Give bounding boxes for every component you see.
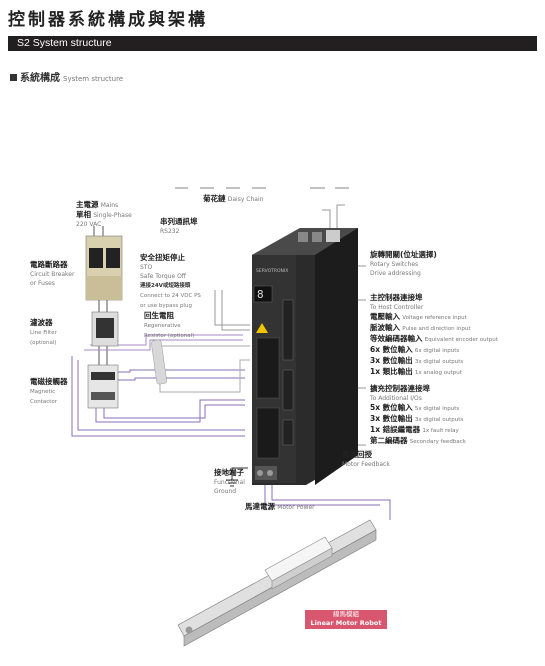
section-heading-en: System structure (63, 75, 124, 83)
linear-badge-zh: 線馬模組 (333, 610, 359, 618)
circuit-breaker (85, 235, 123, 301)
square-bullet-icon (10, 74, 17, 81)
line-filter (91, 311, 119, 347)
drive-brand: SERVOTRONIX (256, 268, 288, 274)
regen-resistor (151, 339, 167, 385)
daisy-chain-label: 菊花鏈 Daisy Chain (203, 194, 264, 203)
section-heading-zh: 系統構成 (20, 73, 60, 84)
magnetic-contactor (87, 364, 119, 409)
section-bar: S2 System structure (8, 36, 537, 51)
svg-text:8: 8 (257, 288, 264, 301)
section-bar-label: S2 System structure (17, 37, 112, 49)
linear-badge-en: Linear Motor Robot (310, 619, 382, 627)
motor-power-label: 馬達電源 Motor Power (245, 502, 315, 511)
servo-drive: 8 SERVOTRONIX (252, 228, 358, 485)
linear-motor-robot (177, 519, 377, 647)
page-title: 控制器系統構成與架構 (8, 10, 208, 30)
